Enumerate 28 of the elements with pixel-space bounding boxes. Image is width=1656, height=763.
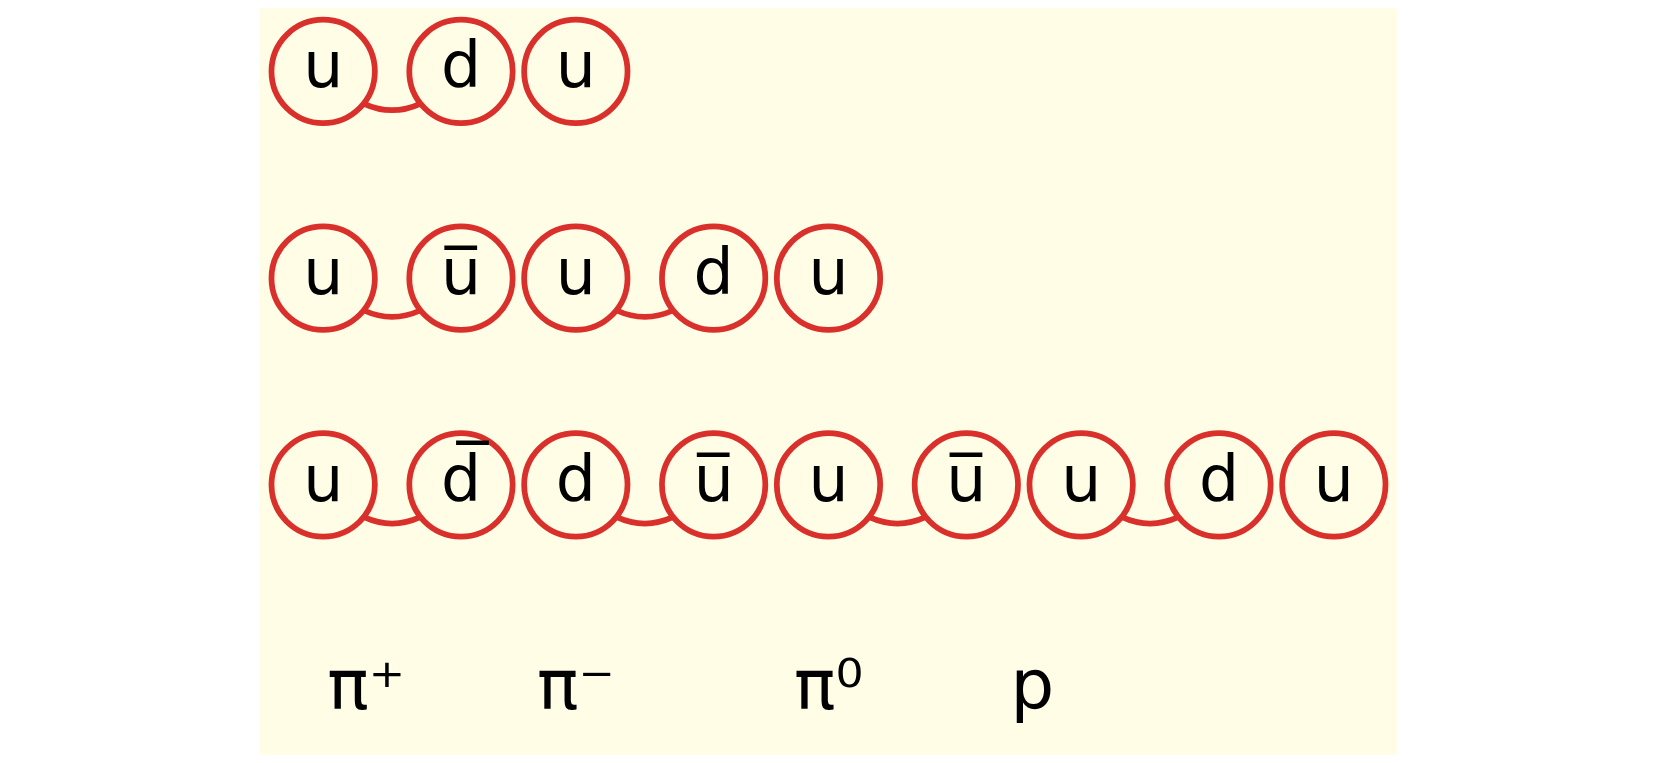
node-circle: u: [1278, 430, 1388, 540]
node-circle: d: [1163, 430, 1274, 540]
connector: [362, 101, 421, 114]
node-circle: d: [658, 223, 768, 333]
node-circle: u: [773, 430, 883, 540]
node-circle: u: [773, 223, 883, 333]
connector: [1120, 514, 1179, 527]
connector: [362, 307, 421, 320]
connector: [362, 514, 421, 527]
node-circle: u: [520, 16, 630, 126]
connector: [615, 307, 674, 320]
node-circle: u̅: [405, 223, 516, 333]
label: π⁺: [326, 645, 405, 726]
node-circle: u̅: [911, 430, 1021, 540]
node-circle: d: [520, 430, 630, 540]
label: π⁰: [793, 645, 863, 726]
connector: [615, 514, 674, 527]
node-circle: u: [268, 223, 378, 333]
label: p: [1009, 645, 1054, 726]
node-circle: u: [520, 223, 630, 333]
node-circle: u: [268, 430, 378, 540]
node-circle: u̅: [658, 430, 768, 540]
node-circle: u: [1026, 430, 1136, 540]
node-circle: d̅: [405, 430, 516, 540]
node-circle: d: [405, 16, 516, 126]
label: π⁻: [536, 645, 615, 726]
connector: [867, 514, 927, 527]
node-circle: u: [268, 16, 378, 126]
